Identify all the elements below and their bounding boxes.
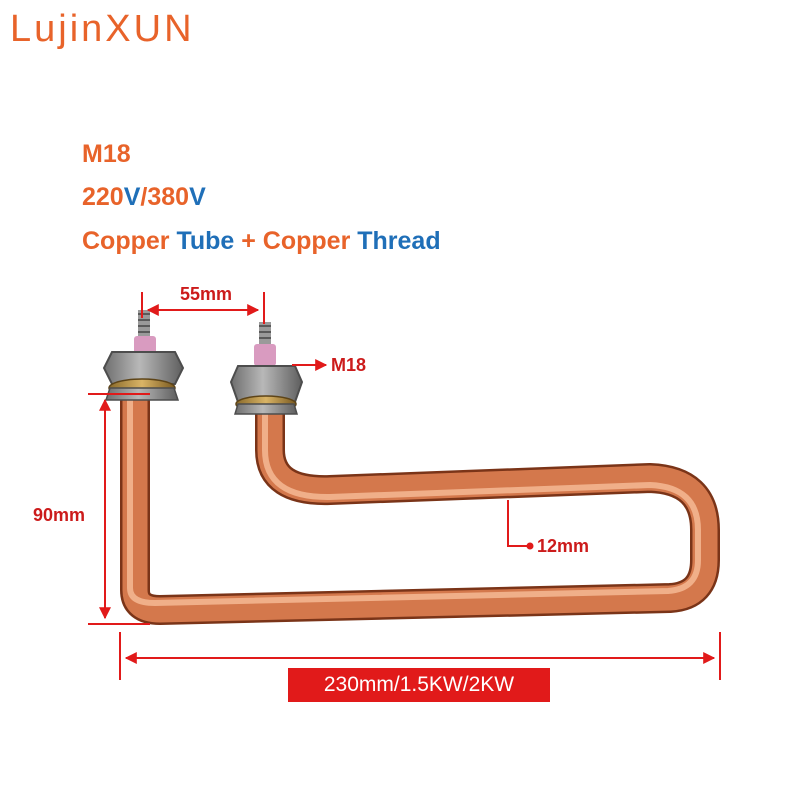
right-terminal [229, 322, 304, 415]
dimension-90mm [88, 393, 150, 625]
material-tube: Tube [169, 227, 235, 255]
voltage-separator: / [140, 183, 148, 211]
dimension-230mm [119, 632, 721, 680]
left-terminal [102, 310, 185, 401]
diameter-label: 12mm [537, 536, 590, 556]
spacing-label: 55mm [180, 284, 233, 304]
thread-spec: M18 [82, 140, 131, 168]
dimension-12mm [507, 500, 534, 550]
copper-tube [120, 380, 720, 625]
material-spec: Copper Tube + Copper Thread [82, 227, 441, 256]
height-label: 90mm [33, 505, 86, 525]
voltage-unit-2: V [189, 183, 206, 211]
material-copper-1: Copper [82, 227, 170, 255]
length-power-label: 230mm/1.5KW/2KW [288, 668, 550, 702]
material-copper-2: + Copper [234, 227, 351, 255]
brand-logo: LujinXUN [10, 8, 195, 50]
material-thread: Thread [350, 227, 441, 255]
voltage-spec: 220V/380V [82, 183, 206, 212]
thread-label: M18 [331, 355, 367, 375]
dimension-55mm [141, 292, 265, 324]
voltage-380: 380 [147, 183, 190, 211]
voltage-220: 220 [82, 183, 124, 211]
voltage-unit-1: V [123, 183, 141, 211]
